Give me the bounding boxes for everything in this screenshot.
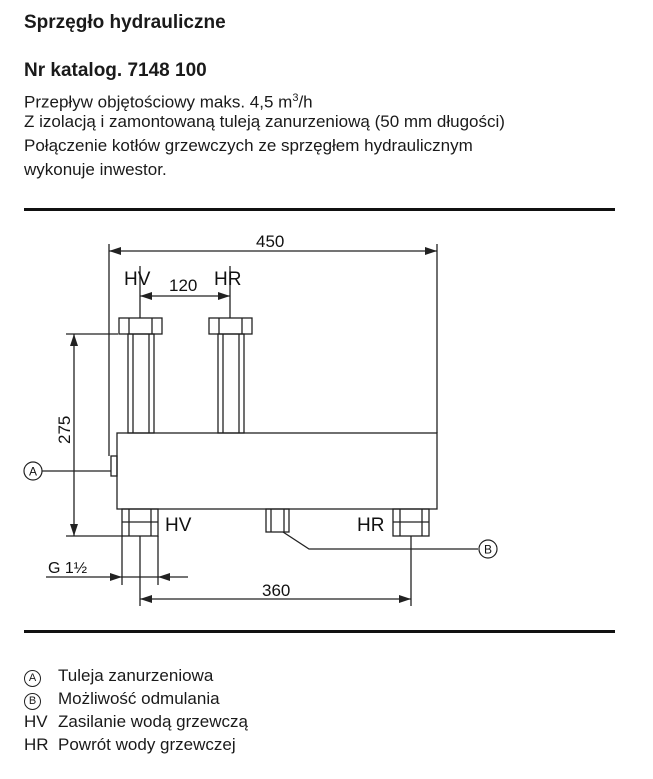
legend-item-hr: HR Powrót wody grzewczej	[24, 733, 236, 756]
bottom-divider	[24, 630, 615, 633]
hv-nut	[118, 317, 163, 335]
hr-pipe-upper	[217, 333, 245, 434]
coupling-body	[116, 432, 438, 510]
catalog-number: Nr katalog. 7148 100	[24, 60, 207, 81]
connection-line: Połączenie kotłów grzewczych ze sprzęgłe…	[24, 136, 473, 155]
label-275: 275	[55, 416, 74, 444]
label-360: 360	[262, 581, 290, 600]
legend-item-b: B Możliwość odmulania	[24, 687, 220, 710]
hr-nut	[208, 317, 253, 335]
leader-b	[282, 531, 478, 550]
legend-text-a: Tuleja zanurzeniowa	[58, 666, 214, 685]
legend-symbol-hr: HR	[24, 735, 49, 754]
top-divider	[24, 208, 615, 211]
label-hr-top: HR	[214, 269, 241, 290]
hv-pipe-upper	[127, 333, 155, 434]
flow-rate-unit: /h	[298, 92, 313, 112]
legend-item-a: A Tuleja zanurzeniowa	[24, 664, 213, 687]
page-title: Sprzęgło hydrauliczne	[24, 12, 226, 33]
legend-symbol-a: A	[24, 664, 58, 687]
flow-rate-text: Przepływ objętościowy maks. 4,5 m	[24, 92, 293, 112]
drain-socket	[265, 508, 290, 533]
legend-symbol-b: B	[24, 687, 58, 710]
legend-item-hv: HV Zasilanie wodą grzewczą	[24, 710, 248, 733]
marker-b-circle	[478, 539, 498, 559]
legend-text-b: Możliwość odmulania	[58, 689, 220, 708]
installer-line: wykonuje inwestor.	[24, 160, 167, 179]
label-thread: G 1½	[48, 560, 87, 577]
marker-a-letter: A	[29, 465, 37, 479]
immersion-sleeve	[110, 455, 118, 477]
label-hv-top: HV	[124, 269, 151, 290]
label-hv-bottom: HV	[165, 515, 192, 536]
legend-text-hr: Powrót wody grzewczej	[58, 735, 236, 754]
flow-rate-exponent: 3	[292, 92, 299, 104]
label-450: 450	[256, 232, 284, 251]
legend-symbol-hv: HV	[24, 712, 48, 731]
label-120: 120	[169, 276, 197, 295]
flow-rate-line: Przepływ objętościowy maks. 4,5 m3/h	[24, 86, 313, 115]
marker-b-letter: B	[484, 543, 492, 557]
legend-text-hv: Zasilanie wodą grzewczą	[58, 712, 248, 731]
insulation-line: Z izolacją i zamontowaną tuleją zanurzen…	[24, 112, 505, 131]
marker-a-circle	[23, 461, 43, 481]
label-hr-bottom: HR	[357, 515, 384, 536]
